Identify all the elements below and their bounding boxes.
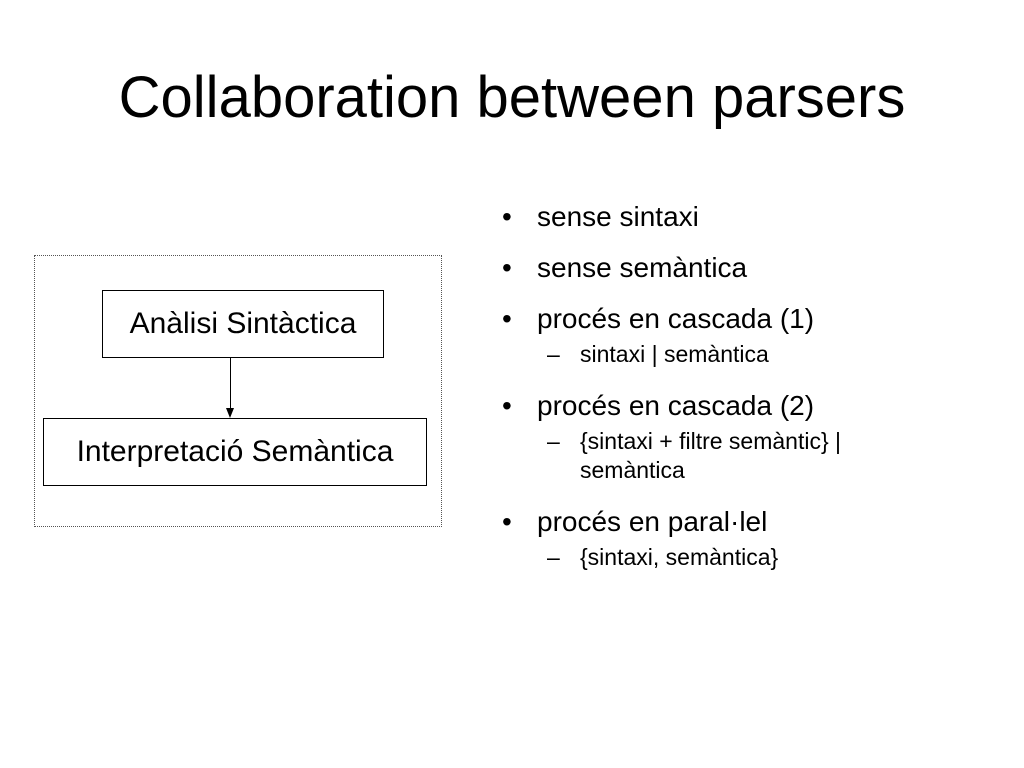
- syntactic-analysis-box: Anàlisi Sintàctica: [102, 290, 384, 358]
- semantic-interpretation-box: Interpretació Semàntica: [43, 418, 427, 486]
- bullet-item: • sense semàntica: [492, 251, 992, 285]
- bullet-icon: •: [502, 201, 512, 232]
- sub-bullet-text: {sintaxi + filtre semàntic} | semàntica: [580, 428, 842, 483]
- sub-bullet-item: – {sintaxi, semàntica}: [492, 543, 920, 572]
- syntactic-analysis-label: Anàlisi Sintàctica: [129, 307, 357, 340]
- dash-icon: –: [547, 428, 560, 454]
- bullet-item: • procés en cascada (2): [492, 389, 992, 423]
- bullet-icon: •: [502, 390, 512, 421]
- bullet-icon: •: [502, 303, 512, 334]
- bullet-item: • sense sintaxi: [492, 200, 992, 234]
- dash-icon: –: [547, 341, 560, 367]
- slide-title: Collaboration between parsers: [118, 65, 906, 130]
- bullet-text: procés en cascada (1): [537, 303, 815, 334]
- bullet-item: • procés en cascada (1): [492, 302, 992, 336]
- sub-bullet-text: {sintaxi, semàntica}: [580, 544, 779, 570]
- bullet-icon: •: [502, 252, 512, 283]
- semantic-interpretation-label: Interpretació Semàntica: [76, 435, 394, 468]
- bullet-icon: •: [502, 506, 512, 537]
- arrow-down-icon: [226, 408, 234, 418]
- bullet-text: sense sintaxi: [537, 201, 699, 232]
- bullet-text: procés en paral·lel: [537, 506, 768, 537]
- sub-bullet-item: – {sintaxi + filtre semàntic} | semàntic…: [492, 427, 920, 485]
- dash-icon: –: [547, 544, 560, 570]
- bullet-list: • sense sintaxi • sense semàntica • proc…: [492, 200, 992, 592]
- bullet-text: procés en cascada (2): [537, 390, 815, 421]
- sub-bullet-item: – sintaxi | semàntica: [492, 340, 920, 369]
- bullet-item: • procés en paral·lel: [492, 505, 992, 539]
- sub-bullet-text: sintaxi | semàntica: [580, 341, 769, 367]
- flow-arrow-line: [230, 358, 231, 410]
- diagram-frame: [34, 255, 442, 527]
- bullet-text: sense semàntica: [537, 252, 748, 283]
